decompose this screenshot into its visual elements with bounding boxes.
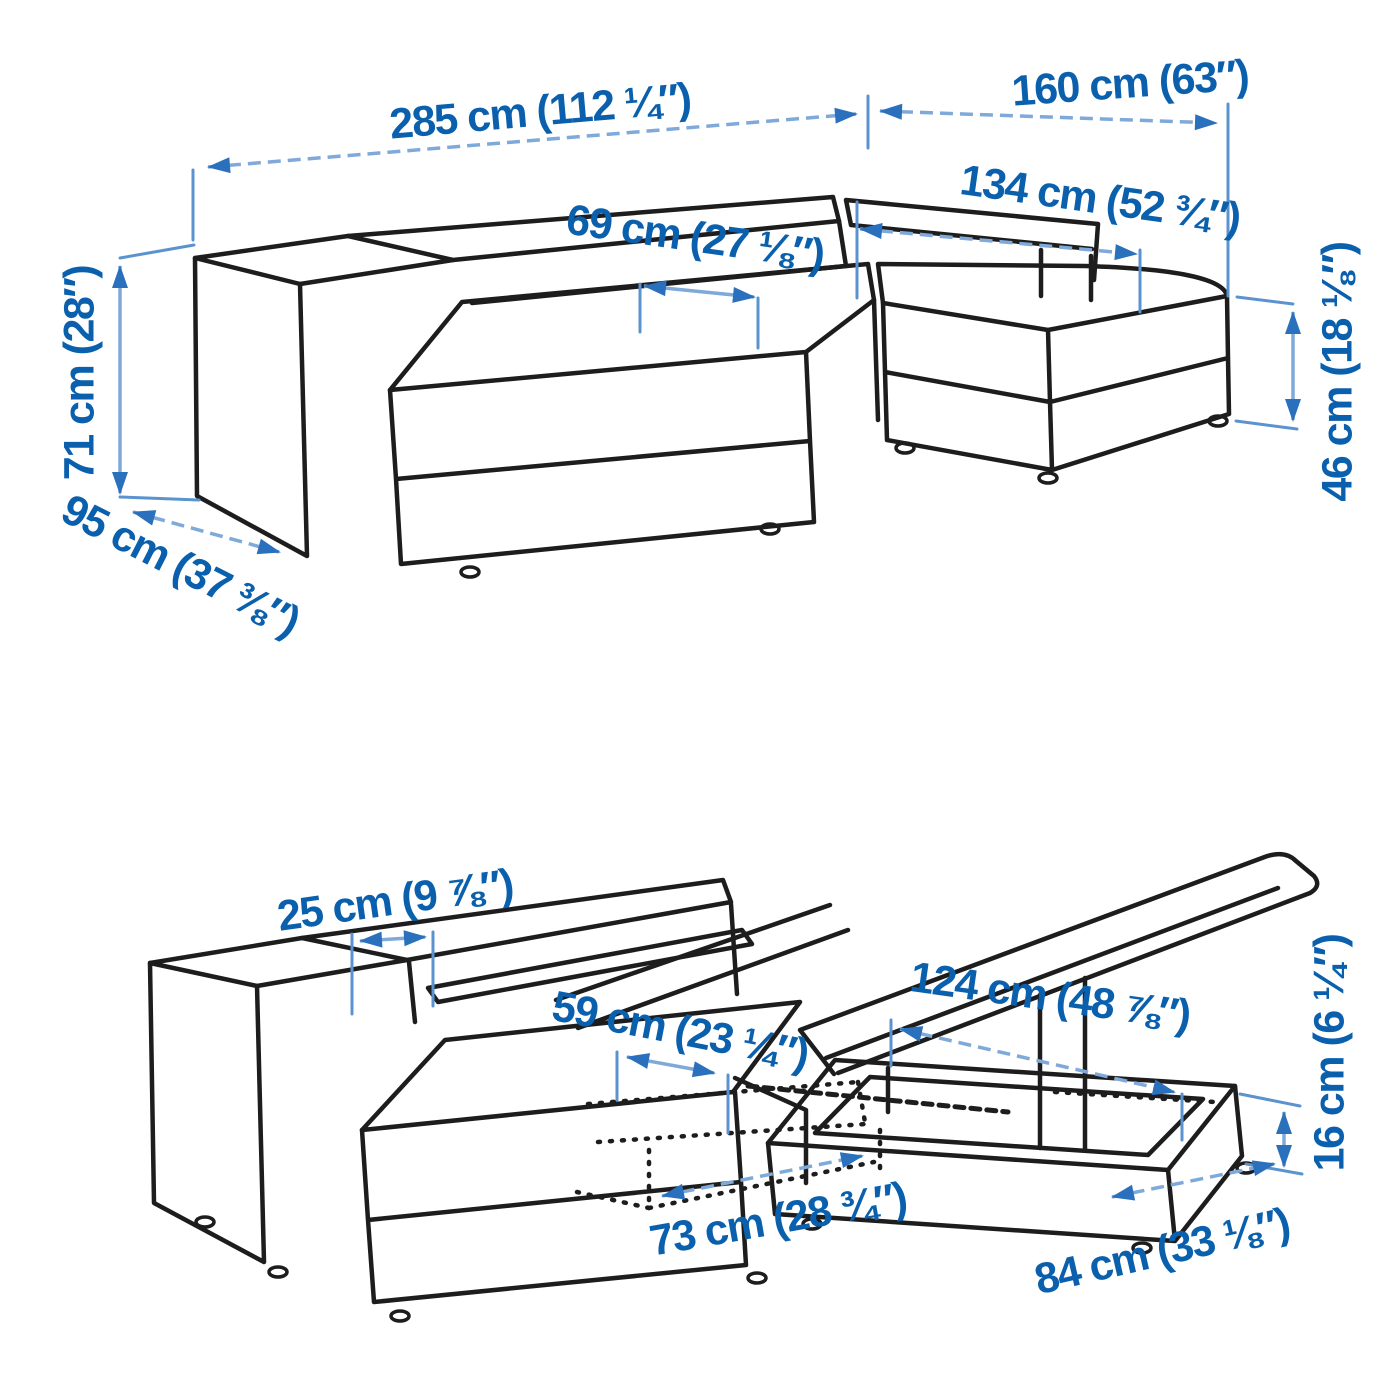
storage-box-rim-inner <box>812 1074 1206 1158</box>
raised-headrest-lid <box>797 851 1320 1077</box>
assembled-sofa-dimension-lines <box>112 94 1301 555</box>
left-chaise-front <box>359 1089 749 1305</box>
dimension-arrow-124 <box>899 1026 1176 1096</box>
storage-edge-hatch <box>745 1083 1011 1115</box>
dim-label-storage-depth: 16 cm (6 ¼″) <box>1305 934 1354 1172</box>
leader-lines-dashed <box>661 1026 1276 1201</box>
right-chaise-top <box>875 261 1230 333</box>
dimension-arrow-69 <box>643 280 756 303</box>
open-sofa-line-art <box>147 851 1320 1323</box>
armrest-outline <box>147 935 410 989</box>
raised-headrest-hidden-part <box>553 902 851 1031</box>
extension-ticks <box>118 94 1299 502</box>
dimension-arrow-285 <box>207 107 858 174</box>
leader-lines-dashed <box>132 103 1218 555</box>
chaise-junction-seam <box>871 297 881 423</box>
armrest-front-face <box>147 960 267 1265</box>
leader-lines-solid <box>359 930 1292 1168</box>
dim-label-seat-height: 46 cm (18 ⅛″) <box>1313 242 1362 502</box>
left-chaise-front <box>387 349 817 567</box>
leader-lines-solid <box>112 265 1301 495</box>
armrest-outline <box>192 233 456 287</box>
dimension-arrow-59 <box>626 1053 716 1078</box>
extension-ticks <box>350 930 1304 1176</box>
dimension-arrow-134 <box>859 223 1138 261</box>
armrest-front-face <box>192 255 310 559</box>
dimension-arrow-73 <box>661 1152 864 1200</box>
dimension-arrow-84 <box>1111 1160 1276 1201</box>
dim-label-height: 71 cm (28″) <box>55 265 104 481</box>
backrest-left-top <box>345 194 842 263</box>
dimension-arrow-95 <box>132 510 281 555</box>
open-sofa-dimension-lines <box>350 930 1304 1201</box>
dimension-arrow-160 <box>879 103 1218 131</box>
dimension-arrow-25 <box>359 930 427 948</box>
headrest-posts <box>1038 247 1094 303</box>
backrest <box>299 877 740 1025</box>
left-chaise-top <box>387 261 877 393</box>
sofa-feet <box>459 414 1229 579</box>
storage-box-rim-outer <box>765 1057 1238 1173</box>
headrest-flap-closed <box>425 927 755 1005</box>
right-chaise-faces <box>880 293 1232 473</box>
